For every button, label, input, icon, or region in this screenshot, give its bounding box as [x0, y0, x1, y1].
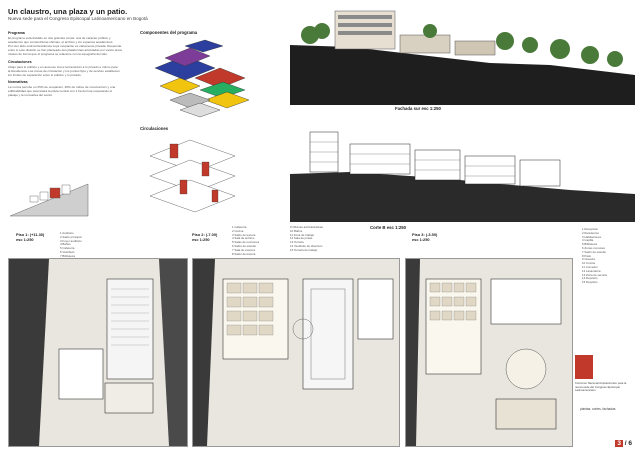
legend-item: 7 Sala de eventos: [232, 247, 256, 252]
componentes-label: Componentes del programa: [140, 30, 198, 35]
floor-plan-1: [8, 258, 188, 447]
plan-3-scale: esc 1:250: [412, 237, 430, 242]
legend-item: 11 Zona de trabajo: [290, 232, 315, 237]
footer-caption: plantas, cortes, fachadas: [580, 407, 616, 411]
fachada-label: Fachada sur esc 1:250: [395, 106, 441, 111]
page-total: 6: [628, 440, 632, 447]
text-line: Abajo para lo público y en ascenso crece…: [8, 64, 118, 69]
text-line: los límites de separación entre lo públi…: [8, 72, 82, 77]
text-column: Programa El programa está dividido en do…: [8, 28, 132, 100]
legend-item: 12 Sala de juntas: [290, 236, 313, 241]
text-line: niveles de forma que el programa se rela…: [8, 52, 108, 57]
logo-caption: Concurso Nacional Arquitectónico para la…: [575, 381, 627, 392]
floor-plan-3: [405, 258, 573, 447]
legend-item: 3 Salón de lectura: [232, 232, 256, 237]
poster-subtitle: Nueva sede para el Congreso Episcopal La…: [8, 16, 148, 21]
plan-2-legend: 1 Cafetería 2 Cocina 3 Salón de lectura …: [232, 225, 260, 256]
legend-item: 8 Salón de lectura: [232, 251, 256, 256]
plan-2-scale: esc 1:250: [192, 237, 210, 242]
legend-item: 11 Comedor: [582, 264, 598, 269]
paragraph-circulaciones: Abajo para lo público y en ascenso crece…: [8, 65, 132, 77]
legend-item: 1 Auditorio: [60, 231, 74, 235]
text-line: La norma permite un 25% de ocupación, 40…: [8, 85, 116, 90]
site-section-sketch: [9, 183, 89, 217]
legend-item: 5 Salas de reuniones: [232, 240, 260, 245]
paragraph-programa: El programa está dividido en dos grandes…: [8, 36, 132, 56]
legend-item: 3 Foyer auditorio: [60, 238, 82, 243]
section-heading-programa: Programa: [8, 31, 25, 35]
legend-item: 13 Zona de servicio: [582, 272, 608, 277]
legend-item: 4 Sala de archivo: [232, 236, 255, 241]
legend-item: 15 Depósito: [582, 280, 598, 285]
text-line: El programa está dividido en dos grandes…: [8, 36, 111, 41]
section-heading-normativas: Normativas: [8, 79, 28, 84]
legend-item: 14 Depósito: [582, 276, 598, 281]
legend-item: 10 Cocina: [582, 261, 596, 266]
text-line: edificabilidad que potenciará la plaza c…: [8, 89, 113, 94]
plan-3-legend: 1 Recepción 2 Residencia 3 Habitaciones …: [582, 227, 608, 285]
legend-item: 5 Biblioteca: [582, 242, 597, 247]
legend-item: 9 Claustro: [582, 257, 596, 262]
page-number: 3 / 6: [615, 440, 632, 447]
legend-item: 14 Vestíbulo de dirección: [290, 243, 323, 248]
site-elevation-render: [290, 5, 635, 105]
legend-item: 8 Patio: [582, 253, 591, 258]
section-drawing: [290, 131, 635, 222]
legend-item: 2 Salón principal: [60, 234, 82, 239]
section-heading-circulaciones: Circulaciones: [8, 59, 32, 64]
plan-2-legend-b: 9 Oficinas administrativas 10 Baños 11 Z…: [290, 225, 323, 253]
legend-item: 6 Zonas comunes: [582, 245, 605, 250]
circulation-axonometric: [149, 139, 236, 213]
legend-item: 5 Cafetería: [60, 246, 75, 251]
paragraph-normativas: La norma permite un 25% de ocupación, 40…: [8, 85, 132, 97]
legend-item: 13 Terraza: [290, 240, 304, 245]
poster-title: Un claustro, una plaza y un patio.: [8, 7, 128, 16]
plan-2-title: Piso 2: (-7.00) esc 1:250: [192, 232, 217, 242]
plan-3-name: Piso 3: (-3.50): [412, 232, 438, 237]
legend-item: 4 Capilla: [582, 238, 594, 243]
legend-item: 12 Lavandería: [582, 268, 601, 273]
components-axonometric: [154, 39, 250, 118]
legend-item: 6 Vestíbulo: [60, 249, 75, 254]
legend-item: 2 Residencia: [582, 230, 599, 235]
plan-1-scale: esc 1:250: [16, 237, 34, 242]
text-line: académico que contendrá las oficinas, el…: [8, 40, 114, 45]
text-line: la Residencia. Las zonas de circulación …: [8, 68, 120, 73]
legend-item: 3 Habitaciones: [582, 234, 602, 239]
legend-item: 2 Cocina: [232, 228, 244, 233]
text-line: paisaje y la normativa del sector.: [8, 93, 53, 98]
corte-label: Corte B esc 1:250: [370, 225, 407, 230]
legend-item: 9 Oficinas administrativas: [290, 225, 323, 229]
page-current: 3: [615, 440, 623, 447]
legend-item: 4 Baños: [60, 242, 71, 247]
competition-logo: [575, 355, 593, 379]
plan-1-title: Piso 1: (+11.30) esc 1:250: [16, 232, 44, 242]
legend-item: 15 Terraza de trabajo: [290, 247, 318, 252]
legend-item: 7 Biblioteca: [60, 253, 75, 258]
legend-item: 10 Baños: [290, 228, 303, 233]
legend-item: 1 Cafetería: [232, 225, 247, 229]
text-line: entre sí este división se han planteado …: [8, 48, 123, 53]
legend-item: 7 Salón de estudio: [582, 249, 606, 254]
text-line: Por otro lado está la Residencia cuya oc…: [8, 44, 122, 49]
floor-plan-2: [192, 258, 400, 447]
plan-1-name: Piso 1: (+11.30): [16, 232, 45, 237]
legend-item: 1 Recepción: [582, 227, 599, 231]
plan-2-name: Piso 2: (-7.00): [192, 232, 218, 237]
circulaciones-label: Circulaciones: [140, 126, 169, 131]
plan-3-title: Piso 3: (-3.50) esc 1:250: [412, 232, 437, 242]
legend-item: 6 Salón de estudio: [232, 243, 256, 248]
